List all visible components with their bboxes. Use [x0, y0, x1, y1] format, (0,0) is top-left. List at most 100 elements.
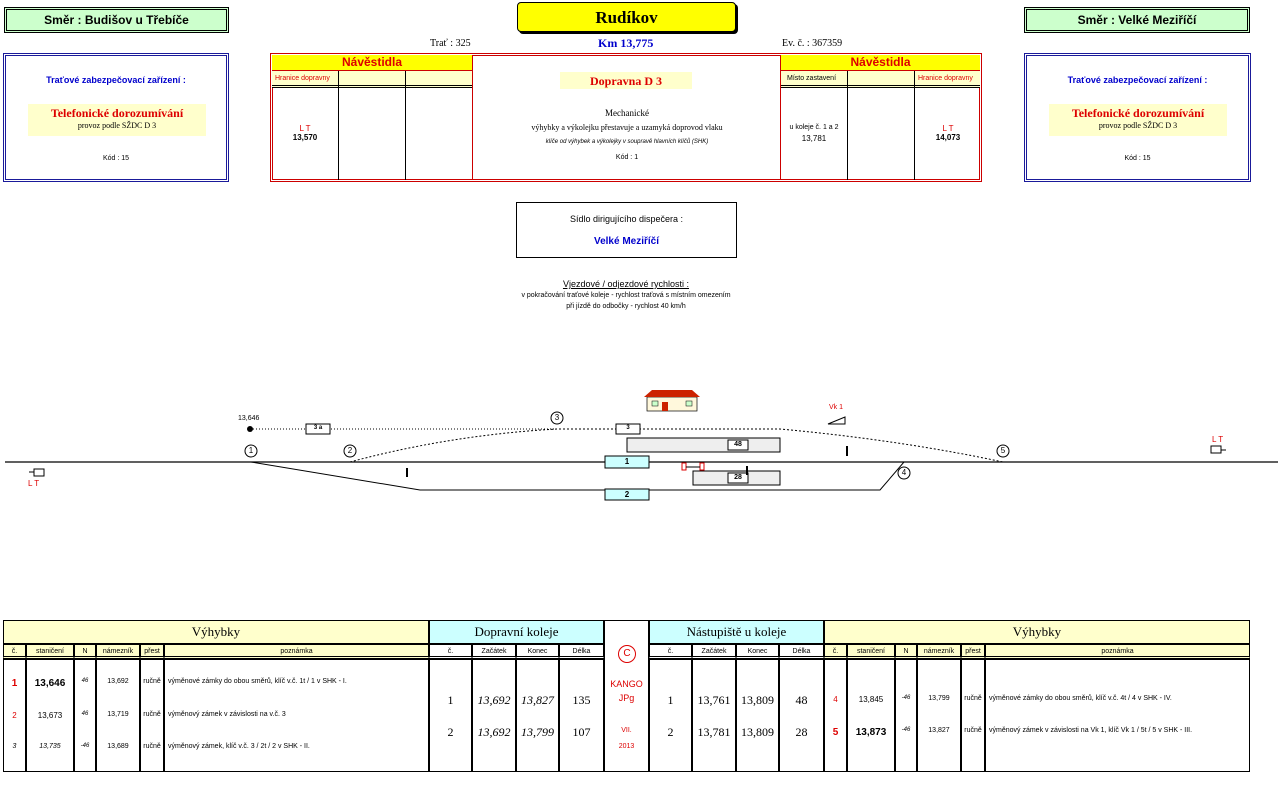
- dopravni_koleje-cell: 135: [572, 693, 591, 707]
- dopravna-line1: výhybky a výkolejku přestavuje a uzamyká…: [531, 123, 723, 132]
- vyhybky_right-cell: -46: [901, 695, 911, 701]
- station-title: Rudíkov: [517, 2, 736, 32]
- nastupiste-cell: 13,809: [741, 693, 774, 707]
- vyhybky_right-cell: výměnový zámek v závislosti na Vk 1, klí…: [989, 727, 1193, 734]
- vyhybky_right-column: [961, 659, 985, 772]
- dispatcher-place: Velké Meziříčí: [593, 236, 660, 247]
- vyhybky_right-cell: 13,845: [858, 695, 884, 704]
- left-safety-panel: Traťové zabezpečovací zařízení : Telefon…: [3, 53, 229, 182]
- dopravna-label-box: Dopravna D 3: [560, 72, 692, 89]
- dopravni_koleje-cell: 13,799: [521, 725, 554, 739]
- nastupiste-cell: 48: [795, 693, 808, 707]
- track-2-line: [250, 461, 905, 491]
- vyhybky_right-cell: 13,799: [928, 695, 950, 702]
- left-panel-provoz: provoz podle SŽDC D 3: [77, 121, 157, 130]
- vyhybky_left-cell: ručně: [143, 678, 161, 685]
- signals-left-col1-header: Hranice dopravny: [275, 75, 330, 82]
- kango-name: KANGO: [610, 679, 643, 689]
- vyhybky_right-cell: -46: [901, 727, 911, 733]
- vyhybky_left-cell: výměnový zámek v závislosti na v.č. 3: [168, 711, 286, 718]
- kango-month: VII.: [621, 727, 632, 734]
- vyhybky_right-header-cell: staničení: [847, 644, 895, 659]
- nastupiste-title: Nástupiště u koleje: [649, 620, 824, 644]
- dopravni_koleje-header-cell: Začátek: [472, 644, 516, 659]
- dopravni-koleje-title: Dopravní koleje: [429, 620, 604, 644]
- vyhybky_left-column: [26, 659, 74, 772]
- direction-left: Směr : Budišov u Třebíče: [4, 7, 229, 33]
- kango-column: C KANGO JPg VII. 2013: [604, 620, 649, 772]
- right-panel-kod: Kód : 15: [1124, 155, 1151, 162]
- nastupiste-cell: 13,781: [697, 725, 731, 739]
- signals-right-title: Návěstidla: [850, 55, 911, 69]
- vyhybky_right-column: [985, 659, 1250, 772]
- dopravni_koleje-cell: 107: [572, 725, 591, 739]
- vyhybky_left-header-cell: č.: [3, 644, 26, 659]
- dopravni_koleje-column: [559, 659, 604, 772]
- vyhybky_left-cell: 13,692: [107, 678, 129, 685]
- platform-48: [626, 437, 781, 453]
- nastupiste-cell: 13,761: [697, 693, 731, 707]
- vyhybky_right-column: [847, 659, 895, 772]
- left-panel-kod: Kód : 15: [102, 155, 130, 162]
- track-2-box: [604, 488, 650, 501]
- vyhybky_left-column: [140, 659, 164, 772]
- track-3-label: 3: [626, 425, 630, 431]
- vk-label: Vk 1: [829, 404, 844, 411]
- vyhybky_right-header-cell: č.: [824, 644, 847, 659]
- switch-3-label: 3: [554, 413, 560, 422]
- vyhybky_left-header-cell: N: [74, 644, 96, 659]
- nastupiste-column: [736, 659, 779, 772]
- dopravni_koleje-column: [429, 659, 472, 772]
- buffer-stop-icon: [247, 426, 253, 432]
- dopravni_koleje-header-cell: Konec: [516, 644, 559, 659]
- right-panel-provoz: provoz podle SŽDC D 3: [1098, 121, 1178, 130]
- dispatcher-box: Sídlo dirigujícího dispečera : Velké Mez…: [516, 202, 737, 258]
- signals-left-title-box: Návěstidla: [272, 55, 472, 71]
- dopravni_koleje-cell: 13,692: [477, 693, 511, 707]
- vyhybky-left-title: Výhybky: [3, 620, 429, 644]
- vyhybky_right-header-cell: poznámka: [985, 644, 1250, 659]
- signals-right-col1: u koleje č. 1 a 2 13,781: [781, 124, 847, 143]
- vyhybky_left-cell: ručně: [143, 711, 161, 718]
- dopravna-line2: klíče od výhybek a výkolejky v soupravě …: [545, 139, 709, 145]
- lt-right-label: L T: [1212, 435, 1224, 444]
- divider: [472, 55, 473, 180]
- dopravni_koleje-cell: 2: [447, 725, 454, 739]
- vyhybky_right-cell: 13,827: [928, 727, 950, 734]
- switch-1-marker: [244, 444, 258, 458]
- vyhybky_left-header-cell: námezník: [96, 644, 140, 659]
- vyhybky_left-column: [74, 659, 96, 772]
- kango-year: 2013: [618, 743, 635, 750]
- vyhybky_right-cell: 13,873: [855, 727, 887, 738]
- platform-28-label: 28: [734, 474, 742, 481]
- nastupiste-column: [779, 659, 824, 772]
- switch-2-label: 2: [347, 446, 353, 455]
- dopravni_koleje-cell: 13,827: [521, 693, 554, 707]
- vyhybky_left-cell: výměnové zámky do obou směrů, klíč v.č. …: [168, 678, 347, 685]
- track-3-line: [349, 428, 1004, 463]
- station-name: Rudíkov: [595, 8, 658, 27]
- nastupiste-column: [649, 659, 692, 772]
- nastupiste-header-cell: Konec: [736, 644, 779, 659]
- platform-48-label-box: [727, 439, 749, 451]
- dopravni_koleje-header-cell: Délka: [559, 644, 604, 659]
- signals-left-header-row: Hranice dopravny: [272, 71, 472, 88]
- dopravni_koleje-cell: 1: [447, 693, 454, 707]
- track-1-box: [604, 455, 650, 469]
- switch-5-marker: [996, 444, 1010, 458]
- track-diagram: [5, 390, 1278, 501]
- switch-markers: [244, 411, 1010, 480]
- vyhybky_right-column: [895, 659, 917, 772]
- dopravna-type: Mechanické: [605, 108, 649, 118]
- nastupiste-cell: 2: [667, 725, 674, 739]
- nastupiste-cell: 1: [667, 693, 674, 707]
- platform-48-label: 48: [734, 441, 742, 448]
- vyhybky_left-cell: 13,673: [37, 711, 63, 720]
- vyhybky_left-cell: -46: [80, 743, 90, 749]
- nastupiste-header-cell: č.: [649, 644, 692, 659]
- stop-marker-icon: [681, 462, 687, 471]
- track-3a-box: [305, 423, 331, 435]
- direction-left-label: Směr : Budišov u Třebíče: [44, 13, 189, 27]
- vyhybky_left-column: [164, 659, 429, 772]
- vyhybky_right-cell: výměnové zámky do obou směrů, klíč v.č. …: [989, 695, 1172, 702]
